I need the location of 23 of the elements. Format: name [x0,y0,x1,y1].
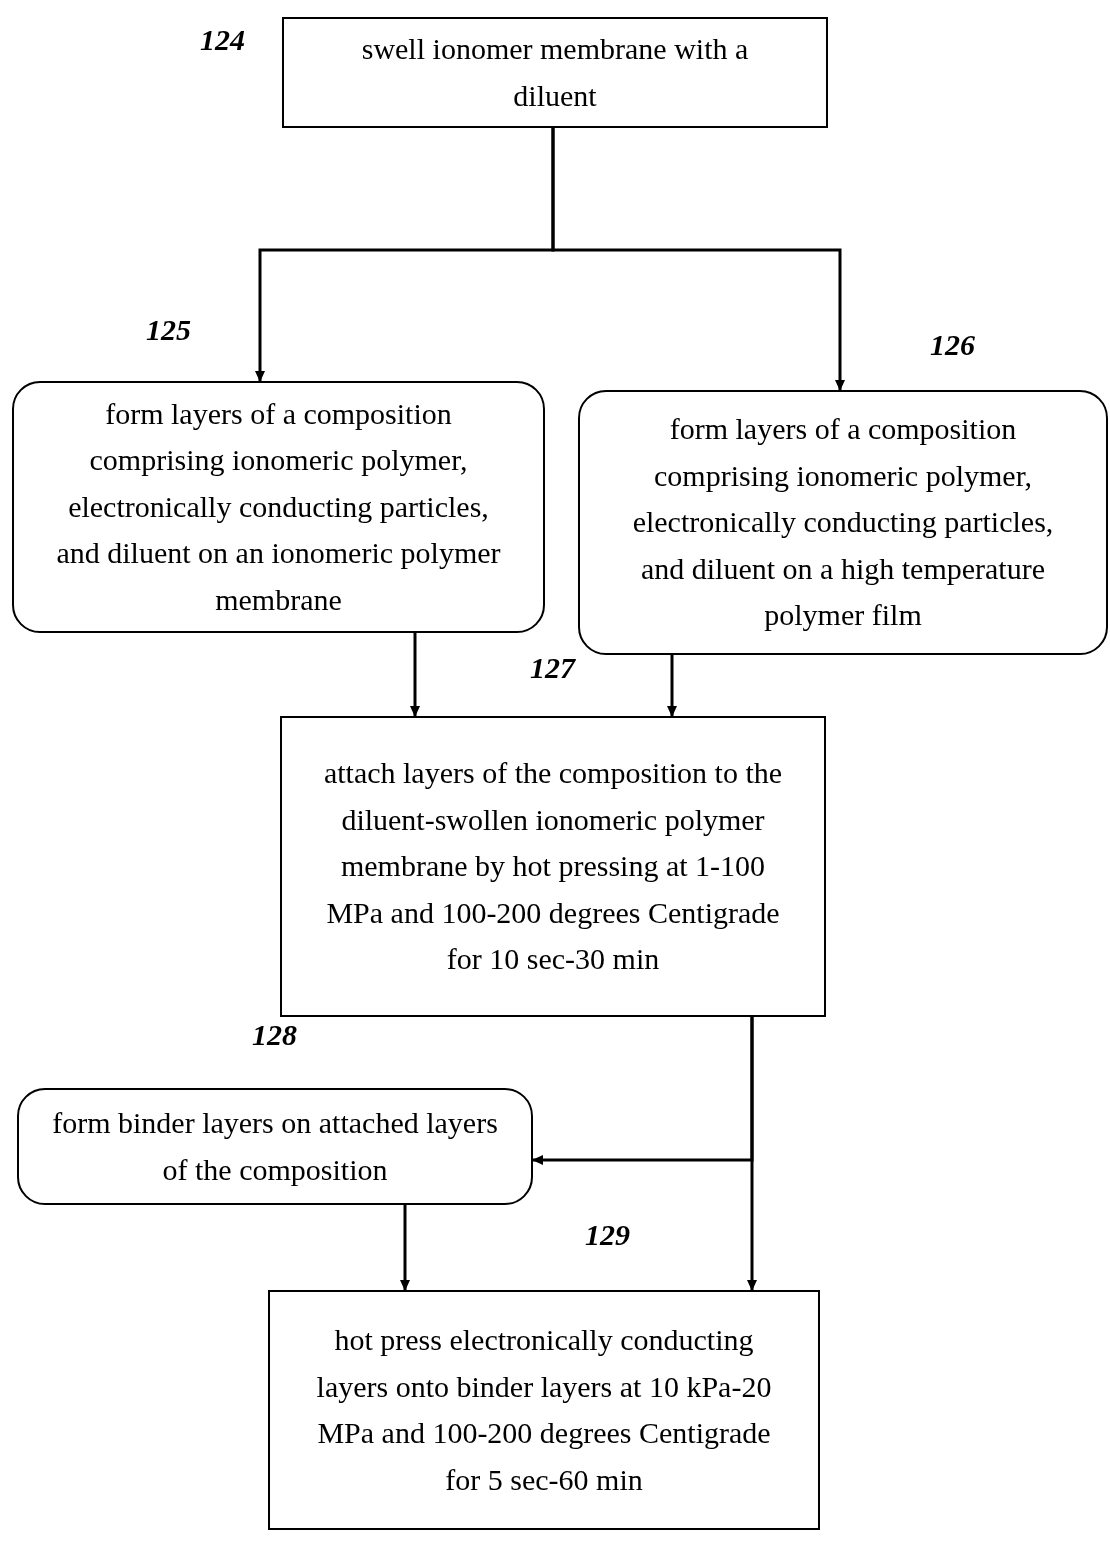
process-box [17,1088,533,1205]
arrow [747,1017,757,1291]
reference-number: 125 [146,315,191,345]
process-box [280,716,826,1017]
arrow [667,655,677,717]
step-text: form layers of a composition comprising ionomeric polymer, electronically conducting particles, and diluent on a high temperature polymer film [631,411,1055,634]
step-text: form layers of a composition comprising ionomeric polymer, electronically conducting particles, and diluent on an ionomeric polymer membrane [55,395,502,618]
reference-number: 126 [930,330,975,360]
reference-number: 128 [252,1020,297,1050]
process-box [282,17,828,128]
process-box [578,390,1108,655]
process-box [12,381,545,633]
step-text: hot press electronically conducting layers onto binder layers at 10 kPa-20 MPa and 100-200 degrees Centigrade for 5 sec-60 min [315,1322,773,1498]
reference-number: 124 [200,25,245,55]
arrow [400,1205,410,1291]
reference-number: 127 [530,653,575,683]
step-text: form binder layers on attached layers of the composition [51,1105,499,1188]
step-text: swell ionomer membrane with a diluent [360,31,750,114]
arrow [551,128,845,391]
process-box [268,1290,820,1530]
step-text: attach layers of the composition to the diluent-swollen ionomeric polymer membrane by hot pressing at 1-100 MPa and 100-200 degrees Centigrade for 10 sec-30 min [322,755,784,978]
reference-number: 129 [585,1220,630,1250]
arrow [410,633,420,717]
